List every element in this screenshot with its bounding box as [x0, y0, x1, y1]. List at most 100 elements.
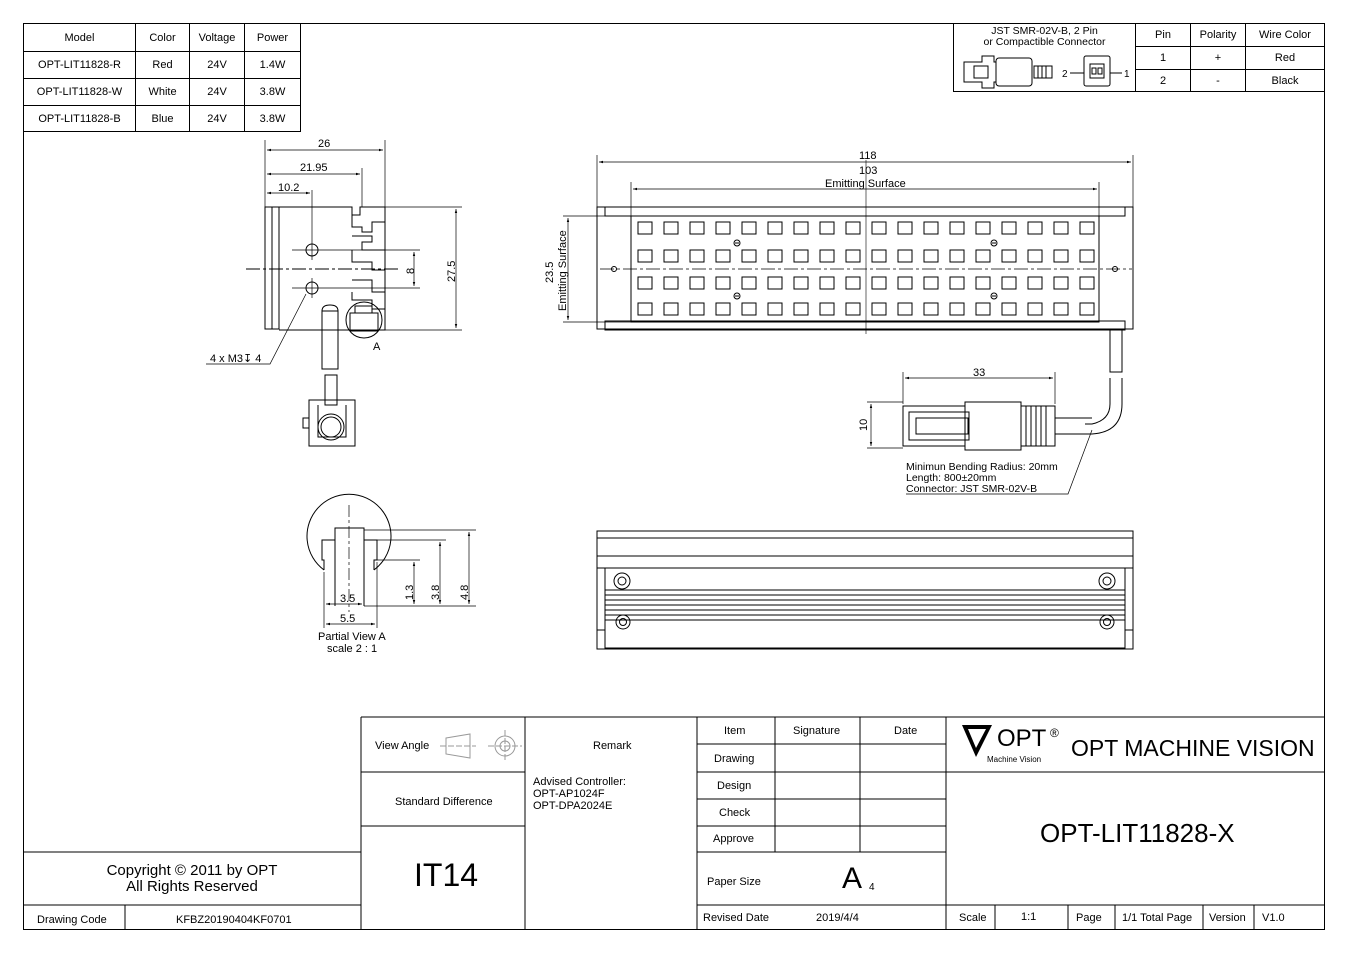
pin2-label: 2: [1062, 69, 1068, 80]
led-cell: [923, 276, 939, 290]
cable-note-connector: Connector: JST SMR-02V-B: [906, 483, 1037, 495]
led-cell: [715, 276, 731, 290]
partial-view-a: [306, 493, 476, 628]
led-cell: [663, 249, 679, 263]
cable-note-bending: Minimun Bending Radius: 20mm: [906, 461, 1058, 473]
part-number: OPT-LIT11828-X: [1040, 818, 1235, 848]
led-cell: [1001, 302, 1017, 316]
logo-registered-mark: ®: [1050, 726, 1059, 740]
led-cell: [793, 249, 809, 263]
total-page-label: 1/1 Total Page: [1122, 912, 1193, 924]
tolerance-value: IT14: [414, 857, 479, 893]
led-cell: [923, 302, 939, 316]
led-cell: [767, 249, 783, 263]
connector-cell: JST SMR-02V-B, 2 Pin or Compactible Conn…: [953, 23, 1136, 92]
led-cell: [975, 249, 991, 263]
cable-connector: [867, 372, 1093, 495]
led-cell: [663, 302, 679, 316]
drawing-code-value: KFBZ20190404KF0701: [176, 914, 292, 926]
led-cell: [715, 249, 731, 263]
led-cell: [741, 249, 757, 263]
remark-content: Advised Controller: OPT-AP1024F OPT-DPA2…: [533, 776, 626, 812]
date-header: Date: [894, 725, 918, 737]
led-cell: [741, 302, 757, 316]
version-label: Version: [1209, 912, 1246, 924]
dim-21-95: 21.95: [300, 162, 328, 174]
logo-subtitle: Machine Vision: [987, 755, 1042, 764]
led-cell: [1027, 221, 1043, 235]
led-cell: [1079, 276, 1095, 290]
hole-note: 4 x M3↧ 4: [210, 353, 261, 365]
color-header: Color: [135, 23, 190, 52]
scale-value: 1:1: [1021, 911, 1037, 923]
voltage-cell: 24V: [189, 105, 245, 132]
logo-text: OPT: [997, 725, 1047, 752]
led-cell: [949, 276, 965, 290]
remark-line2: OPT-AP1024F: [533, 788, 605, 800]
pin1-label: 1: [1124, 69, 1130, 80]
led-cell: [845, 221, 861, 235]
remark-line3: OPT-DPA2024E: [533, 800, 613, 812]
led-cell: [1027, 302, 1043, 316]
approve-row-label: Approve: [713, 833, 754, 845]
color-cell: Blue: [135, 105, 190, 132]
emitting-surface-label: Emitting Surface: [825, 178, 906, 190]
dim-118: 118: [859, 150, 877, 162]
connector-line2: or Compactible Connector: [983, 36, 1106, 48]
led-cell: [715, 302, 731, 316]
table-row: 2 - Black: [954, 69, 1325, 92]
led-cell: [897, 249, 913, 263]
power-cell: 3.8W: [244, 105, 301, 132]
drawing-sheet-border: [23, 23, 1325, 930]
table-row: OPT-LIT11828-W White 24V 3.8W: [23, 78, 301, 106]
dim-4-8: 4.8: [459, 585, 471, 600]
page-label: Page: [1076, 912, 1102, 924]
led-array: [637, 221, 1095, 316]
led-cell: [715, 221, 731, 235]
cable-note-length: Length: 800±20mm: [906, 472, 997, 484]
remark-header: Remark: [593, 740, 632, 752]
led-cell: [871, 249, 887, 263]
led-cell: [741, 221, 757, 235]
led-cell: [689, 249, 705, 263]
led-cell: [1001, 276, 1017, 290]
signature-header: Signature: [793, 725, 841, 737]
led-cell: [1053, 221, 1069, 235]
led-cell: [1053, 249, 1069, 263]
led-cell: [689, 276, 705, 290]
led-cell: [1027, 249, 1043, 263]
led-cell: [637, 276, 653, 290]
emitting-surface-vertical-label: Emitting Surface: [557, 230, 569, 311]
led-cell: [897, 221, 913, 235]
model-cell: OPT-LIT11828-B: [23, 105, 136, 132]
led-cell: [1027, 276, 1043, 290]
led-cell: [819, 302, 835, 316]
projection-symbol-icon: [440, 730, 522, 762]
copyright-line1: Copyright © 2011 by OPT: [106, 862, 278, 879]
led-cell: [1001, 221, 1017, 235]
connector-description: JST SMR-02V-B, 2 Pin or Compactible Conn…: [954, 24, 1135, 48]
dim-3-5: 3.5: [340, 593, 355, 605]
led-cell: [637, 221, 653, 235]
mount-holes-front: [733, 239, 998, 300]
paper-size-value: A: [842, 862, 863, 895]
front-view: [563, 155, 1134, 435]
led-cell: [871, 276, 887, 290]
led-cell: [689, 221, 705, 235]
dim-10: 10: [858, 419, 870, 431]
wire-color-header: Wire Color: [1245, 23, 1325, 47]
scale-label: Scale: [959, 912, 987, 924]
pin-cell: 2: [1135, 69, 1191, 92]
led-cell: [793, 302, 809, 316]
dim-8: 8: [405, 268, 417, 274]
led-cell: [1079, 221, 1095, 235]
led-cell: [767, 276, 783, 290]
paper-size-sub: 4: [869, 882, 875, 893]
led-cell: [793, 221, 809, 235]
led-cell: [923, 221, 939, 235]
model-table: Model Color Voltage Power OPT-LIT11828-R…: [23, 23, 301, 132]
led-cell: [663, 276, 679, 290]
dim-26: 26: [318, 138, 330, 150]
led-cell: [767, 221, 783, 235]
